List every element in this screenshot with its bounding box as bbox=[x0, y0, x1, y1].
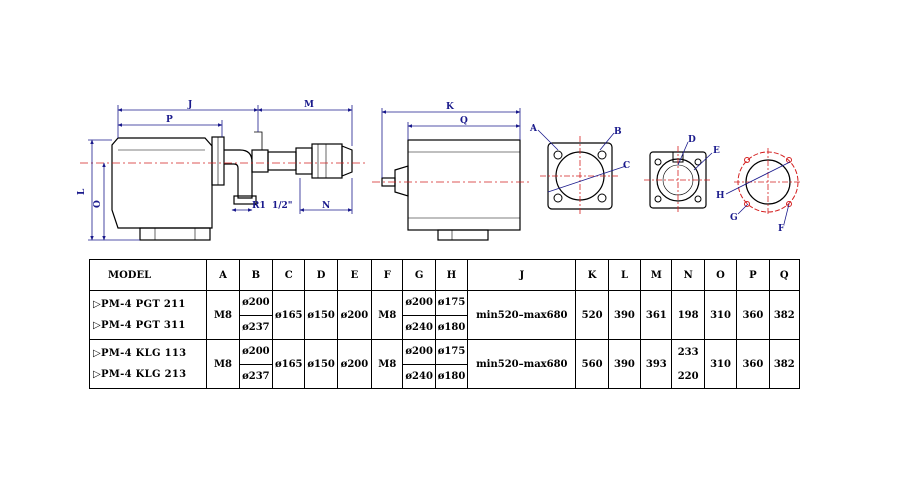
cell-n: 233 bbox=[671, 339, 705, 364]
cell-model: ▷PM-4 KLG 113 ▷PM-4 KLG 213 bbox=[88, 339, 208, 389]
cell-l: 390 bbox=[607, 290, 642, 340]
dim-label-j: J bbox=[187, 100, 192, 110]
cell-n: 198 bbox=[671, 290, 705, 340]
header-p: P bbox=[736, 259, 770, 291]
cell-m: 361 bbox=[640, 290, 673, 340]
dim-label-r1: R1 bbox=[252, 201, 266, 211]
cell-f: M8 bbox=[371, 339, 404, 389]
cell-b: ø200 bbox=[238, 339, 274, 365]
table-row: ø237 ø240 ø180 bbox=[90, 314, 800, 340]
cell-b: ø200 bbox=[238, 290, 274, 316]
cell-q: 382 bbox=[768, 290, 801, 340]
dim-label-l: L bbox=[77, 188, 87, 195]
header-j: J bbox=[467, 259, 577, 291]
model-name: ▷PM-4 KLG 113 bbox=[93, 348, 187, 359]
cell-e: ø200 bbox=[336, 339, 373, 389]
dim-label-g: G bbox=[730, 213, 738, 223]
cell-e: ø200 bbox=[336, 290, 373, 340]
cell-h: ø175 bbox=[434, 339, 469, 365]
header-m: M bbox=[640, 259, 673, 291]
header-l: L bbox=[607, 259, 642, 291]
cell-h: ø175 bbox=[434, 290, 469, 316]
dim-label-q: Q bbox=[460, 116, 468, 126]
cell-a: M8 bbox=[206, 339, 240, 389]
cell-o: 310 bbox=[703, 339, 738, 389]
header-c: C bbox=[272, 259, 306, 291]
dim-label-m: M bbox=[304, 100, 314, 110]
cell-b: ø237 bbox=[238, 363, 274, 389]
cell-q: 382 bbox=[768, 339, 801, 389]
cell-h: ø180 bbox=[434, 314, 469, 340]
flange-view-hgf bbox=[725, 148, 802, 225]
table-row: ▷PM-4 KLG 113 ▷PM-4 KLG 213 M8 ø200 ø165… bbox=[88, 339, 801, 389]
cell-p: 360 bbox=[736, 339, 770, 389]
dim-label-c: C bbox=[623, 161, 630, 171]
dimensions-table: MODEL A B C D E F G H J K L M N O P Q ▷P… bbox=[88, 259, 801, 389]
table-row: ▷PM-4 PGT 211 ▷PM-4 PGT 311 M8 ø200 ø165… bbox=[88, 290, 801, 340]
header-g: G bbox=[402, 259, 436, 291]
header-q: Q bbox=[768, 259, 801, 291]
dim-label-a: A bbox=[529, 124, 538, 134]
cell-n: 220 bbox=[671, 364, 705, 389]
flange-view-abc bbox=[537, 129, 627, 216]
flange-view-de bbox=[644, 141, 713, 214]
cell-c: ø165 bbox=[272, 339, 306, 389]
side-view-dimensions bbox=[88, 105, 353, 241]
cell-g: ø200 bbox=[402, 339, 436, 365]
cell-g: ø200 bbox=[402, 290, 436, 316]
cell-h: ø180 bbox=[434, 363, 469, 389]
cell-k: 520 bbox=[575, 290, 609, 340]
technical-drawing: J P M L O R1 1/2" N K Q bbox=[77, 100, 802, 241]
cell-b: ø237 bbox=[238, 314, 274, 340]
table-header-row: MODEL A B C D E F G H J K L M N O P Q bbox=[88, 259, 801, 291]
header-e: E bbox=[336, 259, 373, 291]
header-d: D bbox=[304, 259, 338, 291]
second-view-dimensions bbox=[381, 108, 521, 178]
cell-c: ø165 bbox=[272, 290, 306, 340]
cell-m: 393 bbox=[640, 339, 673, 389]
cell-p: 360 bbox=[736, 290, 770, 340]
header-model: MODEL bbox=[88, 259, 208, 291]
cell-k: 560 bbox=[575, 339, 609, 389]
dim-label-k: K bbox=[446, 102, 455, 112]
cell-l: 390 bbox=[607, 339, 642, 389]
header-a: A bbox=[206, 259, 240, 291]
cell-f: M8 bbox=[371, 290, 404, 340]
cell-g: ø240 bbox=[402, 363, 436, 389]
dim-label-b: B bbox=[614, 127, 622, 137]
cell-d: ø150 bbox=[304, 339, 338, 389]
cell-o: 310 bbox=[703, 290, 738, 340]
dim-label-o: O bbox=[93, 200, 103, 208]
header-f: F bbox=[371, 259, 404, 291]
dim-label-pipe: 1/2" bbox=[272, 201, 293, 211]
dim-label-d: D bbox=[688, 135, 696, 145]
dim-label-e: E bbox=[713, 146, 720, 156]
cell-d: ø150 bbox=[304, 290, 338, 340]
cell-j: min520–max680 bbox=[467, 339, 577, 389]
dim-label-p: P bbox=[166, 115, 173, 125]
header-b: B bbox=[238, 259, 274, 291]
model-name: ▷PM-4 PGT 211 bbox=[93, 299, 186, 310]
header-k: K bbox=[575, 259, 609, 291]
dim-label-h: H bbox=[716, 191, 725, 201]
burner-second-view bbox=[381, 139, 521, 241]
dim-label-f: F bbox=[778, 224, 785, 234]
burner-side-view bbox=[111, 131, 353, 241]
cell-j: min520–max680 bbox=[467, 290, 577, 340]
cell-a: M8 bbox=[206, 290, 240, 340]
cell-model: ▷PM-4 PGT 211 ▷PM-4 PGT 311 bbox=[88, 290, 208, 340]
table-row: ø237 ø240 ø180 220 bbox=[90, 363, 800, 389]
header-o: O bbox=[703, 259, 738, 291]
cell-g: ø240 bbox=[402, 314, 436, 340]
header-h: H bbox=[434, 259, 469, 291]
header-n: N bbox=[671, 259, 705, 291]
model-name: ▷PM-4 PGT 311 bbox=[93, 320, 186, 331]
model-name: ▷PM-4 KLG 213 bbox=[93, 369, 187, 380]
dim-label-n: N bbox=[322, 201, 330, 211]
